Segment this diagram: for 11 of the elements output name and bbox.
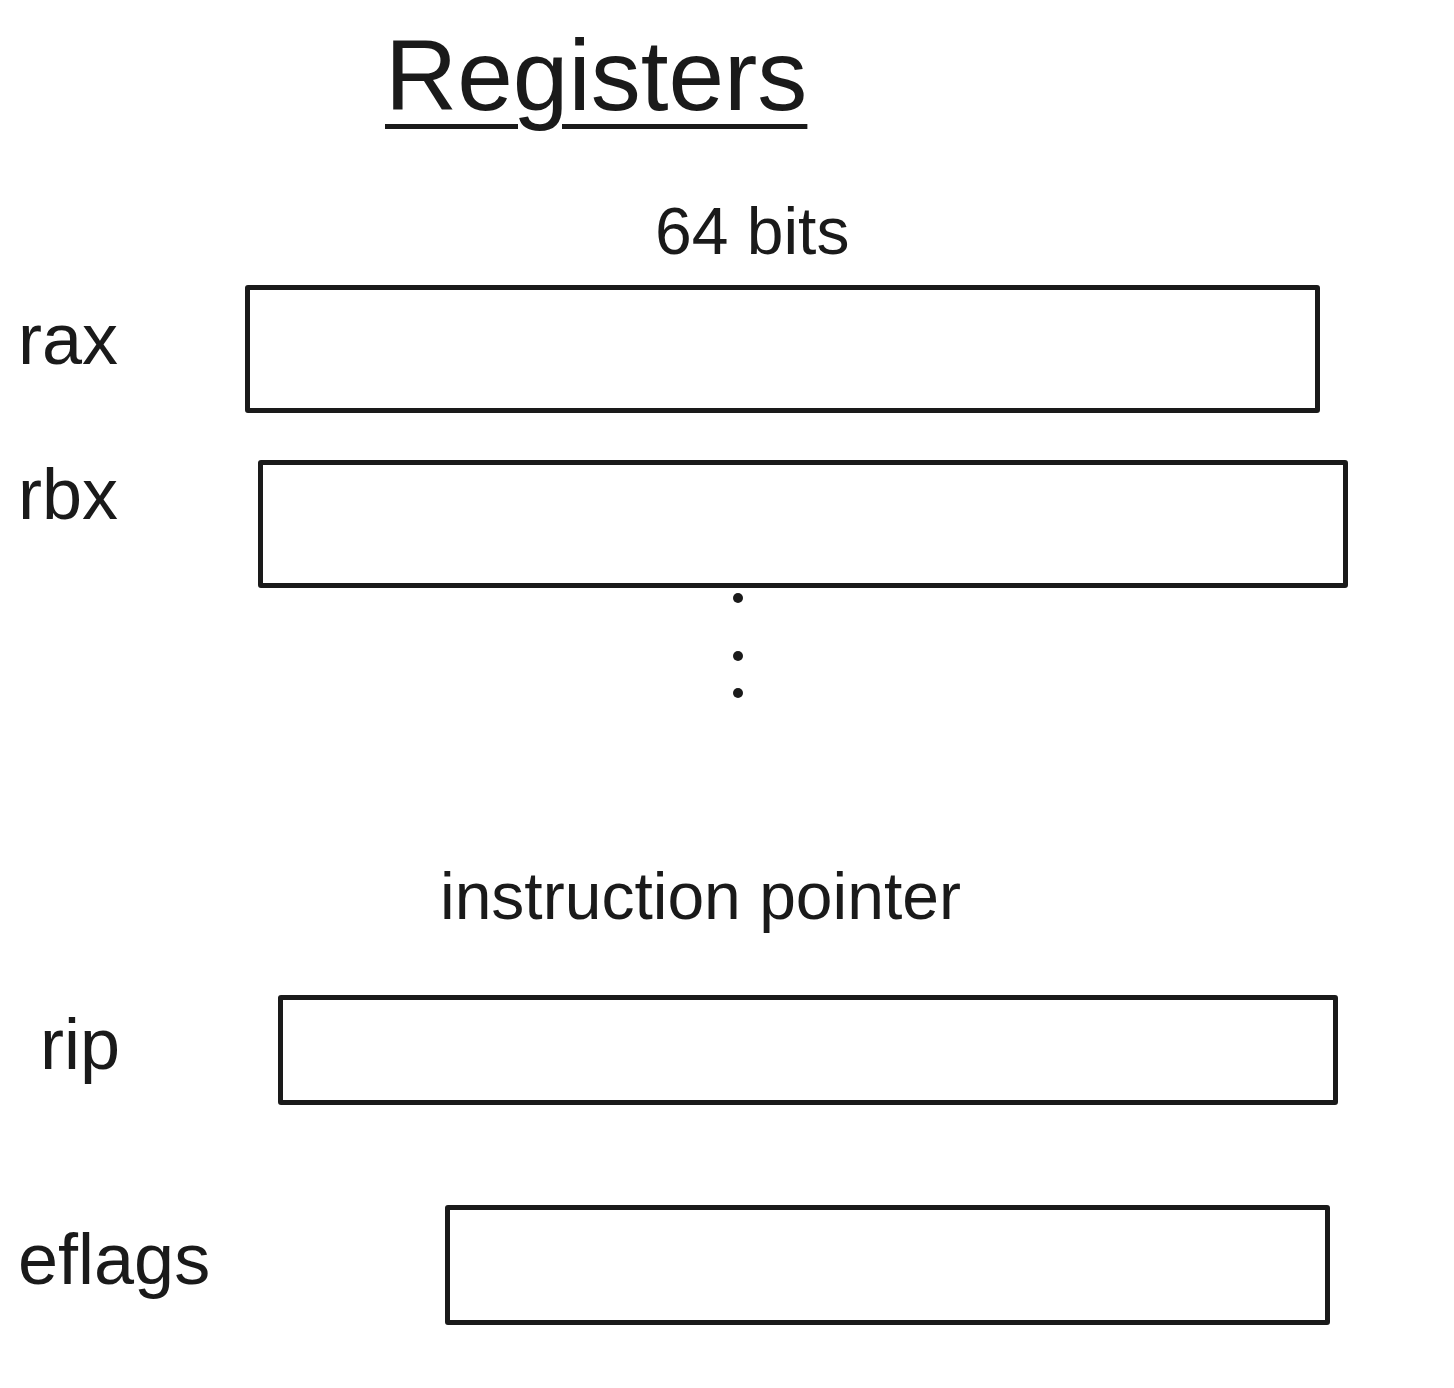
register-name: rbx [18,455,119,535]
register-bar [245,285,1320,413]
annotation-text: instruction pointer [440,860,961,933]
register-name: rip [40,1005,120,1085]
register-name: eflags [18,1220,211,1300]
register-bar [258,460,1348,588]
register-bar [278,995,1338,1105]
title: Registers [385,20,808,130]
register-bar [445,1205,1330,1325]
register-name: rax [18,300,119,380]
annotation-text: 64 bits [655,195,850,268]
